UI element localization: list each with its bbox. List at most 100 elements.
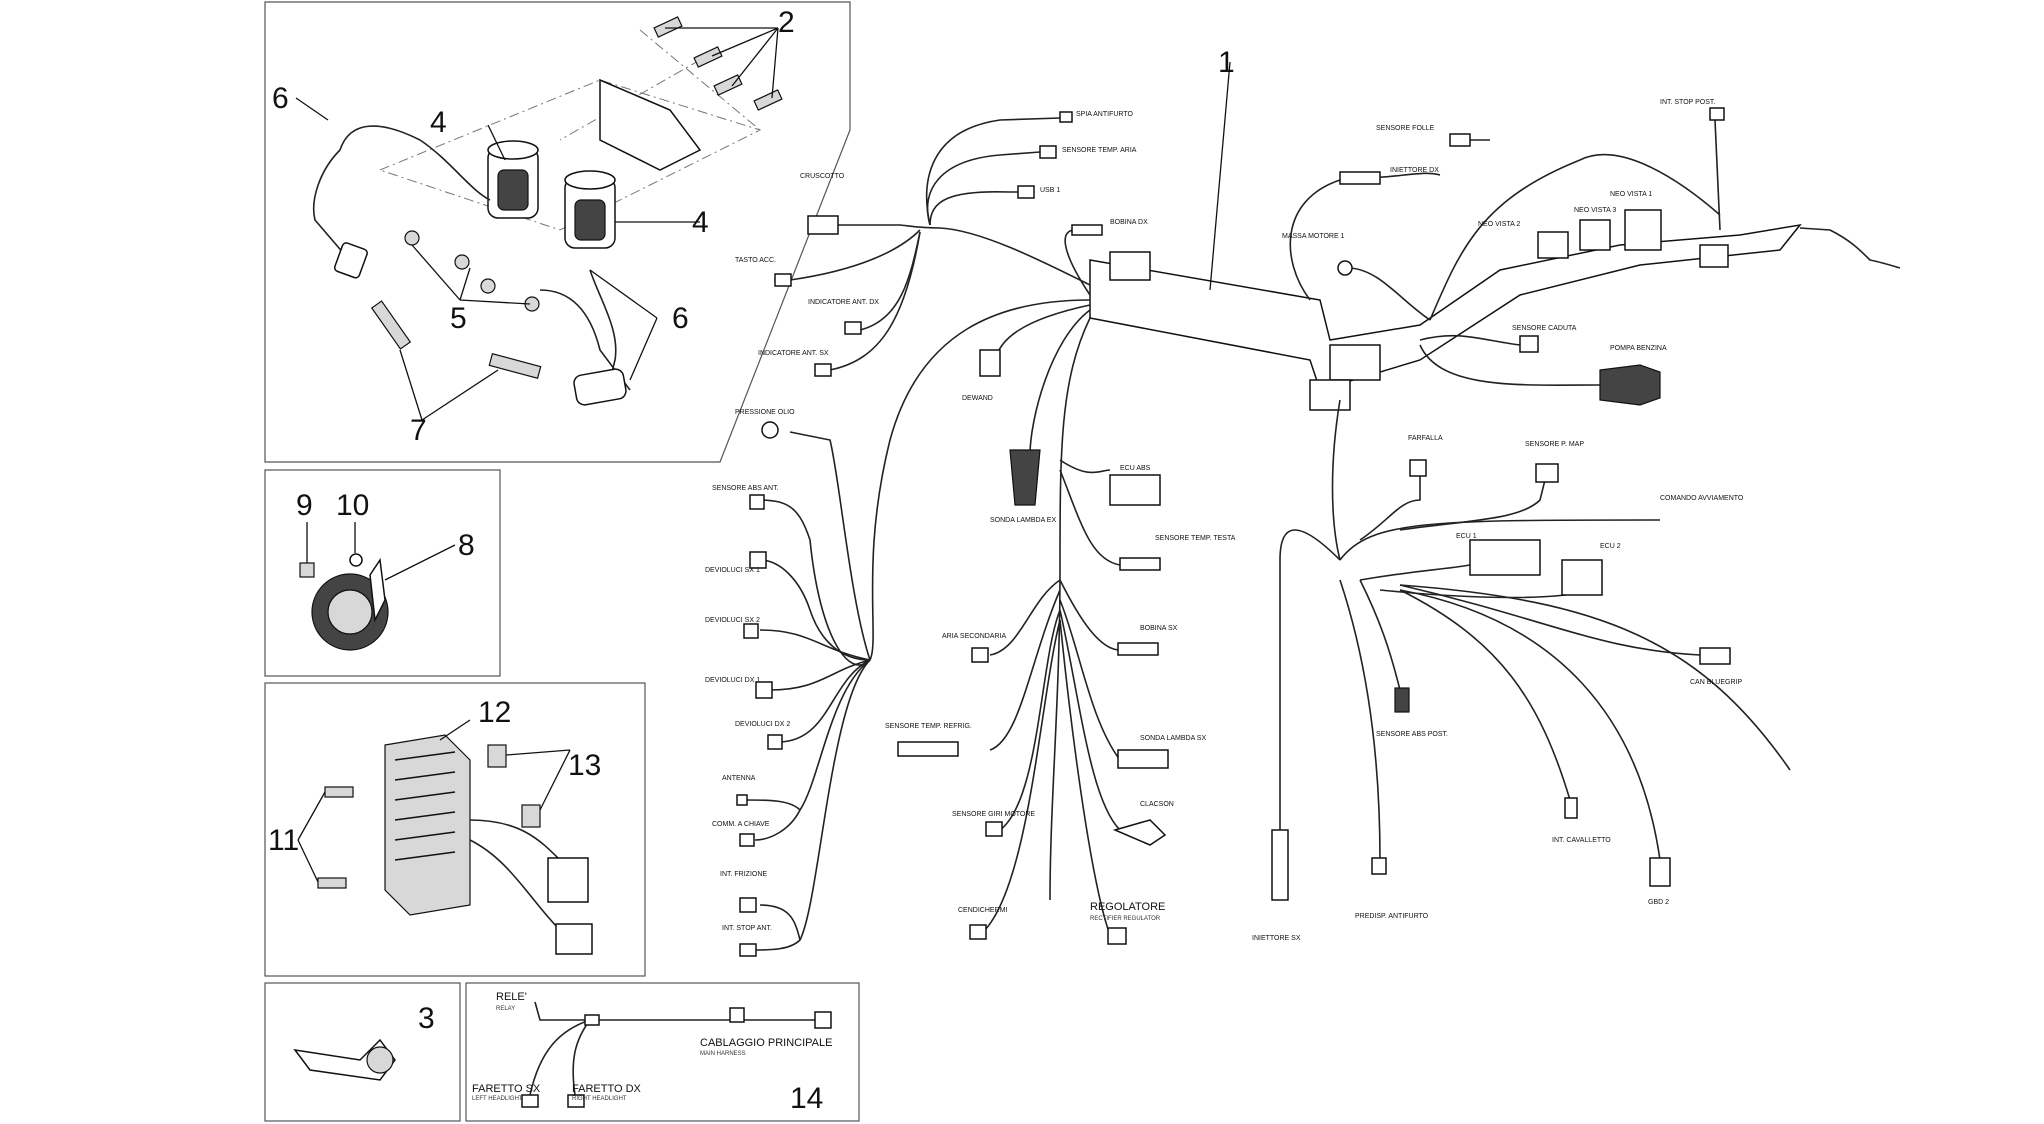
bolt-axis-1 — [639, 29, 761, 131]
label-ecu-1: ECU 1 — [1456, 533, 1477, 540]
conn-lambda-ex — [1009, 449, 1041, 506]
label-main-harness: MAIN HARNESS — [700, 1051, 746, 1057]
conn-iniettore-sx — [1271, 829, 1289, 901]
label-ecu-2: ECU 2 — [1600, 543, 1621, 550]
callout-7: 7 — [410, 414, 427, 447]
label-can-bluegrip: CAN BLUEGRIP — [1690, 679, 1742, 686]
ignition-coil-right — [564, 170, 616, 249]
label-predisp-antifurto: PREDISP. ANTIFURTO — [1355, 913, 1429, 920]
conn-devio-dx1 — [755, 681, 773, 699]
trunk-box-4 — [1699, 244, 1729, 268]
label-sensore-caduta: SENSORE CADUTA — [1512, 325, 1577, 332]
conn-int-stop — [739, 943, 757, 957]
branch-caduta — [1419, 334, 1521, 346]
conn-temp-testa — [1119, 557, 1161, 571]
faretto-sx-plug — [521, 1094, 539, 1108]
branch-cruscotto — [899, 224, 1091, 286]
horn-bracket — [369, 557, 386, 623]
conn-cendichermi — [969, 924, 987, 940]
panel-part-3: 3 — [264, 982, 461, 1122]
branch-bobina-dx — [1064, 229, 1091, 296]
spark-cap-left — [333, 242, 368, 279]
ignition-coil-left — [487, 140, 539, 219]
conn-gbd — [1649, 857, 1671, 887]
label-dewand: DEWAND — [962, 395, 993, 402]
main-harness-plug — [814, 1011, 832, 1029]
main-harness-trunk — [1089, 223, 1802, 391]
regulator-clip-2 — [521, 804, 541, 828]
label-regolatore-en: RECTIFIER REGULATOR — [1090, 916, 1161, 922]
ht-cable-right — [589, 269, 617, 381]
panel-ignition-frame — [264, 1, 851, 463]
label-gbd: GBD 2 — [1648, 899, 1669, 906]
main-harness: 1 — [744, 46, 1901, 951]
callout-4a: 4 — [430, 106, 447, 139]
leader-1 — [1209, 61, 1231, 291]
label-left-headlight: LEFT HEADLIGHT — [472, 1096, 523, 1102]
regulator-body — [384, 734, 471, 916]
label-sensore-folle: SENSORE FOLLE — [1376, 125, 1435, 132]
horn-face — [327, 589, 373, 635]
leader-6b — [589, 269, 658, 381]
conn-tasto — [774, 273, 792, 287]
branch-predisp — [1339, 579, 1381, 861]
conn-lambda-sx — [1117, 749, 1169, 769]
label-sensore-temp-aria: SENSORE TEMP. ARIA — [1062, 147, 1137, 154]
spark-plug-2 — [488, 352, 542, 380]
label-sensore-temp-refrig: SENSORE TEMP. REFRIG. — [885, 723, 972, 730]
label-int-stop-ant: INT. STOP ANT. — [722, 925, 772, 932]
conn-bobina-dx — [1071, 224, 1103, 236]
label-devioluci-dx-2: DEVIOLUCI DX 2 — [735, 721, 790, 728]
branch-abs-post — [1359, 579, 1401, 691]
callout-1: 1 — [1218, 46, 1235, 79]
branch-int-frizione — [759, 904, 801, 941]
branch-folle — [1429, 153, 1721, 321]
branch-tasto — [789, 229, 921, 281]
branch-dewand — [994, 304, 1091, 361]
conn-predisp — [1371, 857, 1387, 875]
panel-part-14: RELE' RELAY CABLAGGIO PRINCIPALE MAIN HA… — [465, 982, 860, 1122]
leader-13 — [505, 749, 571, 811]
conn-clacson — [1112, 819, 1167, 846]
callout-3: 3 — [418, 1002, 435, 1035]
label-ecu-abs: ECU ABS — [1120, 465, 1151, 472]
connector-labels: SPIA ANTIFURTO SENSORE TEMP. ARIA USB 1 … — [705, 99, 1744, 942]
ht-cable-right-2 — [539, 289, 631, 391]
callout-10: 10 — [336, 489, 369, 522]
label-aria-secondaria: ARIA SECONDARIA — [942, 633, 1007, 640]
branch-antenna — [744, 659, 871, 812]
conn-ecu-abs — [1109, 474, 1161, 506]
branch-devio-dx1 — [769, 659, 871, 691]
leader-7 — [399, 349, 499, 421]
label-indicatore-ant-sx: INDICATORE ANT. SX — [758, 350, 829, 357]
label-tasto-acc: TASTO ACC. — [735, 257, 776, 264]
conn-spia — [1059, 111, 1073, 123]
callout-5: 5 — [450, 302, 467, 335]
callout-8: 8 — [458, 529, 475, 562]
panel-horn-frame — [264, 469, 501, 677]
conn-folle — [1449, 133, 1471, 147]
label-comando-avviamento: COMANDO AVVIAMENTO — [1660, 495, 1744, 502]
conn-antenna — [736, 794, 748, 806]
branch-center-trunk — [1049, 317, 1091, 901]
branch-gbd — [1399, 589, 1661, 861]
branch-temp-testa — [1059, 469, 1121, 566]
label-right-headlight: RIGHT HEADLIGHT — [572, 1096, 627, 1102]
nuts — [404, 230, 540, 312]
conn-ind-sx — [814, 363, 832, 377]
conn-dewand — [979, 349, 1001, 377]
main-harness-connector — [729, 1007, 745, 1023]
conn-ecu1 — [1469, 539, 1541, 576]
branch-cendichermi — [984, 619, 1061, 931]
callout-14: 14 — [790, 1082, 823, 1115]
branch-massa — [1349, 267, 1431, 321]
conn-aria-sec — [971, 647, 989, 663]
conn-neo-vista-1 — [1624, 209, 1662, 251]
conn-comm-chiave — [739, 833, 755, 847]
label-clacson: CLACSON — [1140, 801, 1174, 808]
label-spia-antifurto: SPIA ANTIFURTO — [1076, 111, 1133, 118]
conn-devio-dx2 — [767, 734, 783, 750]
leader-8 — [384, 544, 456, 581]
leader-12 — [439, 719, 471, 741]
